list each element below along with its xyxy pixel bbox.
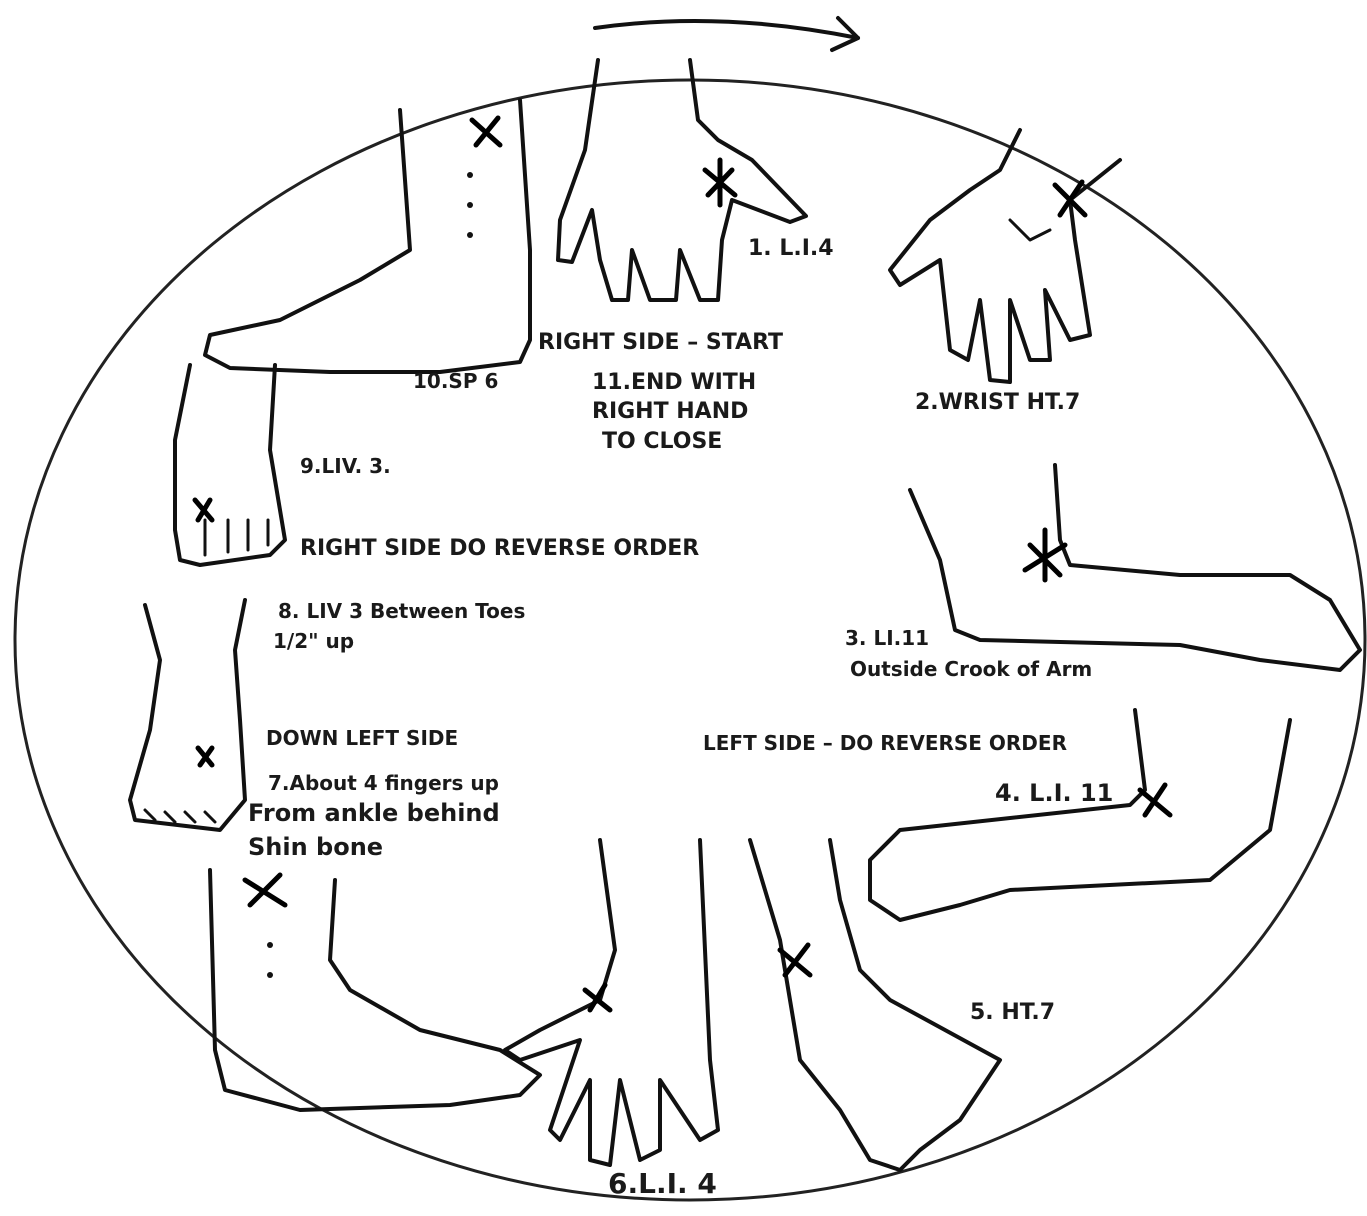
point-8-line1: 8. LIV 3 Between Toes bbox=[278, 600, 525, 623]
point-4-label: 4. L.I. 11 bbox=[995, 780, 1113, 808]
point-11-line3: TO CLOSE bbox=[602, 429, 722, 454]
hand-top-right-icon bbox=[890, 130, 1120, 382]
foot-left-icon bbox=[130, 600, 245, 830]
hand-top-icon bbox=[558, 60, 806, 300]
point-7-line2: From ankle behind bbox=[248, 800, 500, 828]
point-10-label: 10.SP 6 bbox=[413, 370, 498, 393]
point-3-description: Outside Crook of Arm bbox=[850, 658, 1092, 681]
point-1-label: 1. L.I.4 bbox=[748, 236, 834, 261]
point-6-label: 6.L.I. 4 bbox=[608, 1168, 717, 1200]
heading-right-start: RIGHT SIDE – START bbox=[538, 330, 783, 355]
point-7-line3: Shin bone bbox=[248, 834, 383, 862]
point-8-line2: 1/2" up bbox=[273, 630, 354, 653]
hand-bottom-icon bbox=[505, 840, 718, 1165]
heading-right-reverse: RIGHT SIDE DO REVERSE ORDER bbox=[300, 536, 699, 561]
foot-upper-left-icon bbox=[175, 365, 285, 565]
point-3-label: 3. LI.11 bbox=[845, 627, 929, 650]
foot-bottom-left-icon bbox=[210, 870, 540, 1110]
heading-down-left: DOWN LEFT SIDE bbox=[266, 727, 458, 750]
hand-bottom-right-icon bbox=[750, 840, 1000, 1170]
point-9-label: 9.LIV. 3. bbox=[300, 455, 391, 478]
clockwise-arrow-icon bbox=[595, 18, 858, 50]
point-2-label: 2.WRIST HT.7 bbox=[915, 390, 1080, 415]
arm-right-icon bbox=[910, 465, 1360, 670]
point-7-line1: 7.About 4 fingers up bbox=[268, 772, 499, 795]
point-11-line1: 11.END WITH bbox=[592, 370, 756, 395]
outer-circle bbox=[15, 80, 1365, 1200]
point-11-line2: RIGHT HAND bbox=[592, 399, 748, 424]
heading-left-reverse: LEFT SIDE – DO REVERSE ORDER bbox=[703, 732, 1067, 755]
foot-top-left-icon bbox=[205, 100, 530, 372]
point-5-label: 5. HT.7 bbox=[970, 1000, 1055, 1025]
